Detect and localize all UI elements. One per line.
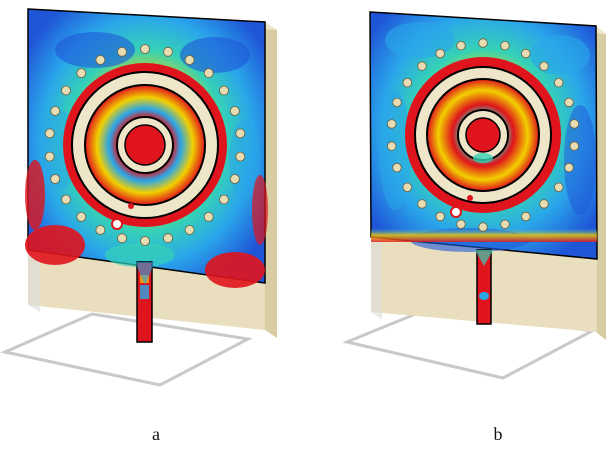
panel-a-via-16 — [95, 225, 106, 235]
panel-b-via-26 — [456, 41, 466, 51]
panel-a-via-19 — [50, 174, 61, 184]
panel-b-via-25 — [435, 48, 445, 59]
substrate-lower-left-a — [28, 250, 40, 312]
substrate-side-a — [265, 22, 277, 338]
panel-a-via-13 — [163, 233, 173, 244]
via-ring-b — [387, 38, 580, 232]
via-ring-a — [44, 44, 246, 246]
panel-b-via-22 — [392, 97, 402, 108]
panel-a-via-15 — [117, 233, 127, 244]
panel-a-via-12 — [184, 225, 195, 235]
panel-a-via-8 — [235, 151, 246, 162]
panel-b-via-4 — [539, 61, 549, 71]
panel-a-via-5 — [219, 85, 229, 96]
caption-a: a — [152, 424, 160, 444]
panel-b-via-7 — [569, 119, 580, 129]
panel-a-via-25 — [95, 55, 106, 65]
panel-a-via-22 — [50, 106, 61, 116]
feed-point-a — [111, 218, 123, 230]
panel-b-via-11 — [539, 199, 549, 209]
panel-b-via-24 — [417, 61, 427, 71]
panel-b-via-1 — [478, 38, 488, 48]
panel-b-via-19 — [392, 162, 402, 173]
panel-a-via-14 — [140, 236, 150, 246]
center-patch-b — [465, 117, 501, 153]
panel-a-via-23 — [61, 85, 71, 96]
feed-point-b-2 — [467, 195, 473, 201]
panel-b-via-12 — [521, 211, 531, 222]
substrate-lower-left-b — [371, 237, 382, 320]
panel-a-via-11 — [203, 211, 214, 222]
panel-a-via-21 — [44, 128, 55, 139]
panel-b-via-23 — [402, 77, 413, 88]
panel-b-via-20 — [387, 141, 397, 151]
feed-point-a-2 — [128, 203, 134, 209]
panel-b-via-5 — [554, 77, 564, 88]
panel-a-via-24 — [76, 68, 87, 78]
panel-b-via-13 — [500, 219, 510, 230]
panel-b-via-21 — [387, 119, 397, 129]
caption-b: b — [493, 424, 503, 444]
ground-plane-outline-a — [0, 312, 253, 387]
panel-a-via-20 — [44, 151, 55, 162]
center-patch-a — [124, 124, 166, 166]
panel-b-via-2 — [500, 41, 510, 51]
panel-a-via-9 — [229, 174, 240, 184]
panel-a-via-17 — [76, 211, 87, 222]
panel-b-via-14 — [478, 222, 488, 232]
feed-point-b — [450, 206, 462, 218]
panel-b-via-8 — [569, 141, 580, 151]
panel-b — [342, 11, 606, 380]
panel-b-via-15 — [456, 219, 466, 230]
panel-a-via-2 — [163, 46, 173, 57]
panel-a-via-1 — [140, 44, 150, 54]
panel-b-via-10 — [554, 182, 564, 193]
substrate-side-b — [596, 26, 606, 340]
panel-b-via-9 — [564, 162, 574, 173]
panel-a-via-18 — [61, 194, 71, 205]
panel-b-via-17 — [417, 199, 427, 209]
panel-b-via-18 — [402, 182, 413, 193]
panel-a-via-26 — [117, 46, 127, 57]
panel-a-via-7 — [235, 128, 246, 139]
panel-a-via-10 — [219, 194, 229, 205]
panel-a-via-3 — [184, 55, 195, 65]
panel-a — [0, 8, 277, 387]
panel-b-via-6 — [564, 97, 574, 108]
panel-a-via-6 — [229, 106, 240, 116]
panel-a-via-4 — [203, 68, 214, 78]
panel-b-via-16 — [435, 211, 445, 222]
panel-b-via-3 — [521, 48, 531, 59]
